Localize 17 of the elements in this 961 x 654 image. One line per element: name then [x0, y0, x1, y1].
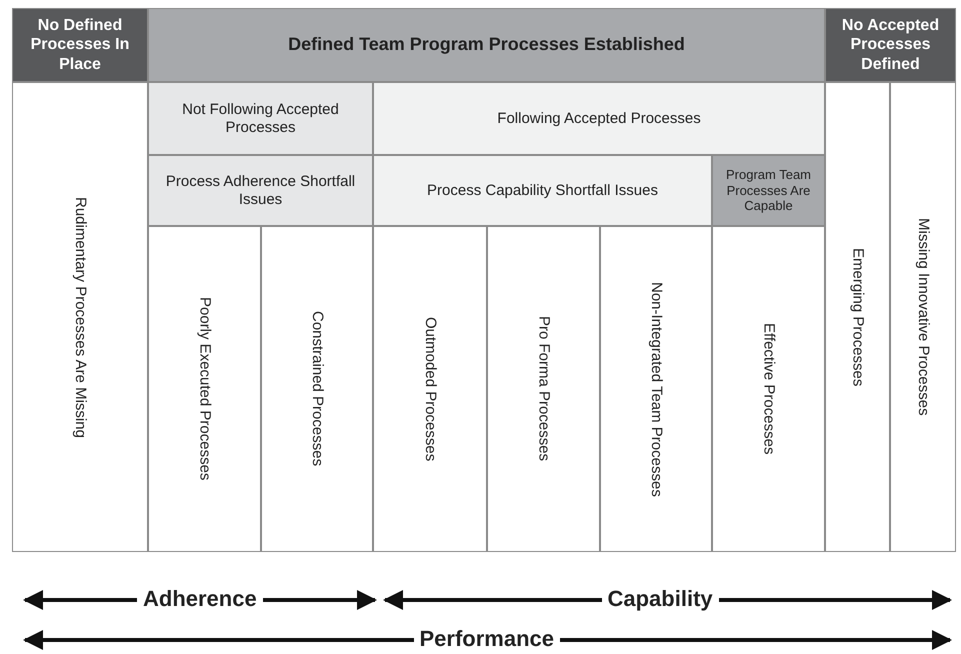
vertical-process-column-cell: Pro Forma Processes	[487, 226, 600, 552]
category-cell: Process Capability Shortfall Issues	[373, 155, 712, 226]
vertical-process-column-cell: Poorly Executed Processes	[148, 226, 261, 552]
vertical-process-column-cell: Emerging Processes	[825, 82, 890, 552]
vertical-process-column-cell: Missing Innovative Processes	[890, 82, 956, 552]
header-cell: No Accepted Processes Defined	[825, 8, 956, 82]
category-cell: Not Following Accepted Processes	[148, 82, 373, 155]
category-cell: Program Team Processes Are Capable	[712, 155, 825, 226]
category-cell: Process Adherence Shortfall Issues	[148, 155, 373, 226]
vertical-process-column-cell: Effective Processes	[712, 226, 825, 552]
vertical-process-column-cell: Rudimentary Processes Are Missing	[12, 82, 148, 552]
header-cell: Defined Team Program Processes Established	[148, 8, 825, 82]
header-cell: No Defined Processes In Place	[12, 8, 148, 82]
vertical-process-column-cell: Outmoded Processes	[373, 226, 487, 552]
vertical-process-column-cell: Constrained Processes	[261, 226, 373, 552]
category-cell: Following Accepted Processes	[373, 82, 825, 155]
vertical-process-column-cell: Non-Integrated Team Processes	[600, 226, 712, 552]
